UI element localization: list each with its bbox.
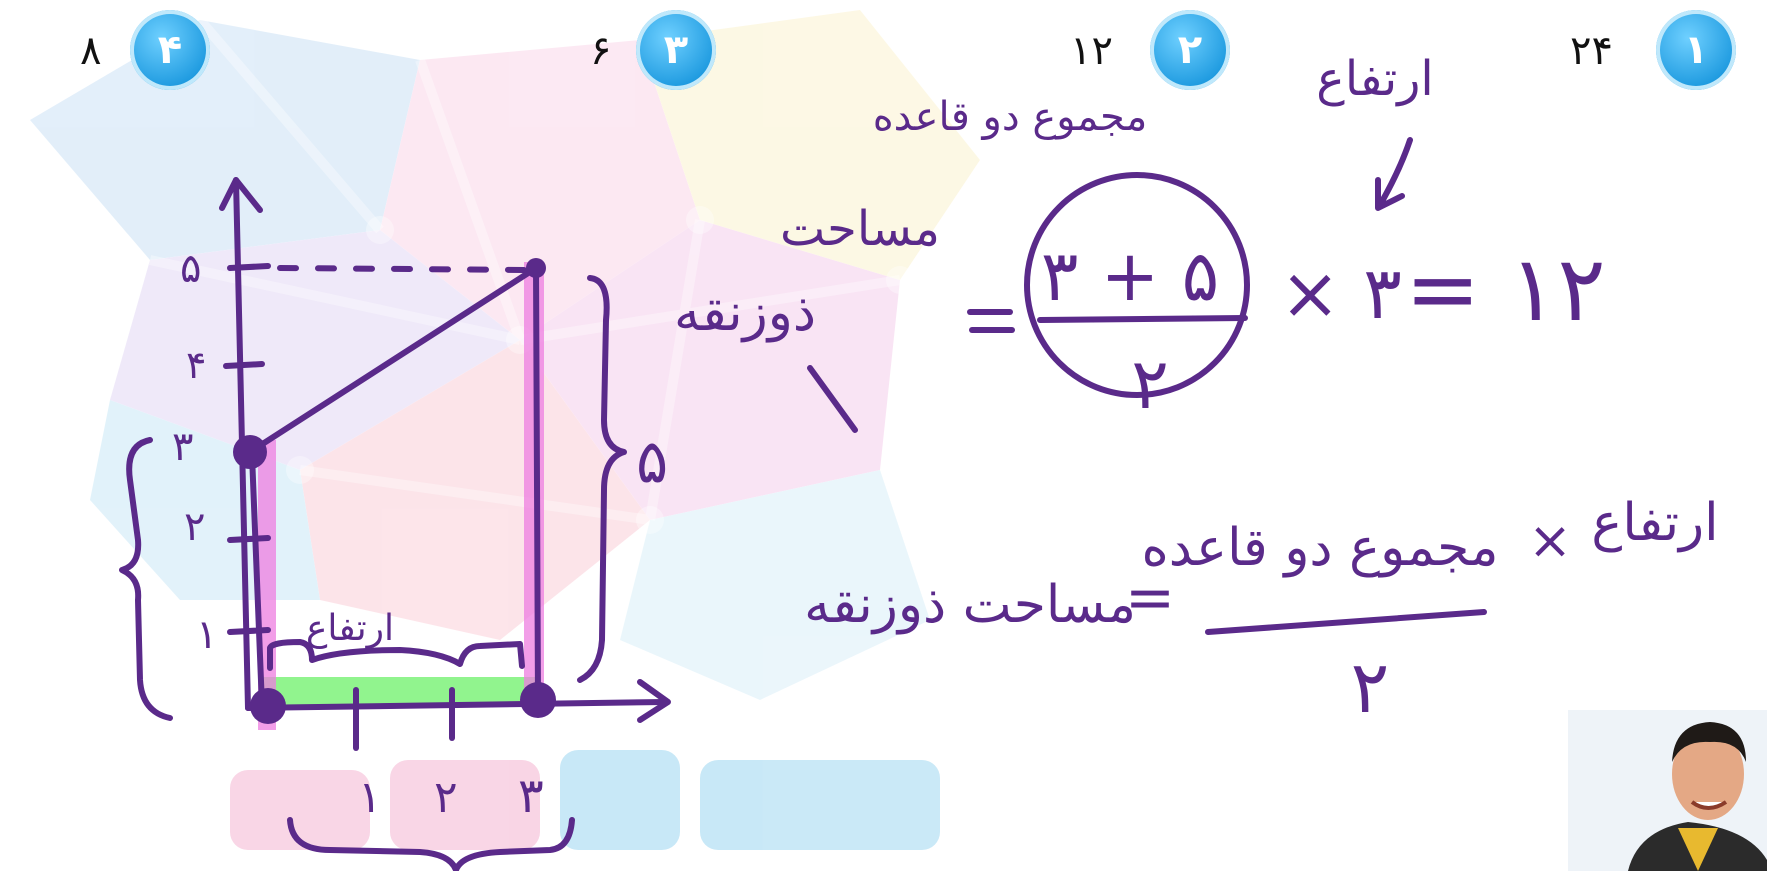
x-tick-label-3: ۳ — [518, 768, 544, 824]
x-axis — [245, 679, 671, 723]
option-value: ۱۲ — [1070, 28, 1113, 74]
area-label-line2: ذوزنقه — [674, 283, 816, 343]
left-brace — [119, 437, 173, 721]
x-tick-label-1: ۱ — [358, 772, 382, 823]
general-equals: = — [1125, 563, 1175, 633]
vertex-point — [250, 688, 286, 724]
multiplier: × ۳ — [1280, 251, 1402, 335]
sum-of-bases-heading: مجموع دو قاعده — [873, 94, 1148, 140]
fraction-bar — [1037, 315, 1248, 323]
height-brace — [267, 639, 525, 671]
general-height: ارتفاع — [1591, 493, 1718, 553]
vertex-point — [526, 258, 546, 278]
option-number-badge: ۴ — [130, 10, 210, 90]
presenter-video — [1568, 710, 1767, 871]
general-numerator: مجموع دو قاعده — [1142, 518, 1499, 578]
vertex-point — [520, 682, 556, 718]
option-value: ۶ — [590, 28, 612, 74]
denominator-value: ۲ — [1131, 343, 1169, 425]
x-tick-label-2: ۲ — [434, 772, 458, 823]
y-tick-label-2: ۲ — [184, 504, 205, 550]
area-label-line1: مساحت — [780, 201, 940, 257]
y-tick-label-3: ۳ — [172, 424, 193, 470]
height-arrow — [1375, 137, 1413, 211]
numerator-value: ۳ + ۵ — [1041, 235, 1219, 317]
presenter-avatar — [1568, 710, 1767, 871]
height-heading: ارتفاع — [1316, 51, 1433, 107]
general-area-label: مساحت ذوزنقه — [804, 575, 1136, 635]
bottom-brace — [287, 817, 575, 871]
option-value: ۲۴ — [1570, 28, 1613, 74]
option-number-badge: ۲ — [1150, 10, 1230, 90]
general-fraction-bar — [1205, 609, 1487, 635]
option-number-badge: ۱ — [1656, 10, 1736, 90]
height-note: ارتفاع — [306, 608, 394, 649]
y-tick-label-1: ۱ — [196, 612, 217, 658]
right-side-length: ۵ — [636, 427, 668, 497]
trapezoid — [247, 265, 541, 709]
general-denominator: ۲ — [1351, 645, 1390, 729]
option-value: ۸ — [80, 28, 102, 74]
x-tick-marks — [353, 687, 455, 751]
fraction-circle — [1024, 172, 1250, 398]
y-tick-label-5: ۵ — [180, 246, 201, 292]
y-tick-label-4: ۴ — [186, 343, 206, 387]
vertex-point — [233, 435, 267, 469]
result: = ۱۲ — [1405, 237, 1606, 342]
pointer-stroke — [807, 365, 858, 433]
option-number-badge: ۳ — [636, 10, 716, 90]
general-times: × — [1528, 511, 1572, 571]
right-brace — [577, 275, 627, 683]
vertex-points — [233, 258, 556, 724]
y-tick-marks — [223, 263, 271, 635]
trapezoid-graph: ۵ ۴ ۳ ۲ ۱ ۱ ۲ ۳ ارتفاع ۵ — [119, 177, 671, 871]
